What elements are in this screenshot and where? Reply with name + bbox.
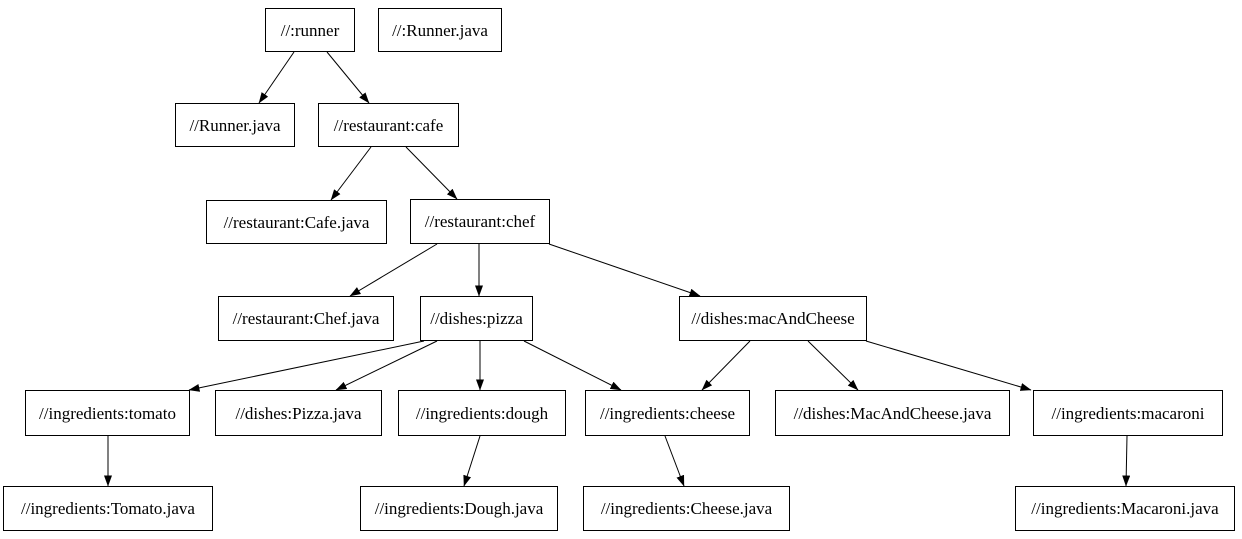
node-label: //ingredients:dough — [415, 403, 549, 423]
node-label: //ingredients:tomato — [39, 403, 176, 423]
graph-edge-runner-to-runner-java — [258, 51, 295, 104]
node-label: //ingredients:Tomato.java — [21, 499, 195, 518]
graph-node-mac-and-cheese: //dishes:macAndCheese — [679, 296, 867, 341]
graph-edge-mac-and-cheese-to-mac-and-cheese-java — [807, 340, 859, 391]
graph-edge-mac-and-cheese-to-cheese — [701, 340, 751, 391]
graph-edge-chef-to-mac-and-cheese — [548, 243, 701, 297]
graph-node-cheese-java: //ingredients:Cheese.java — [583, 486, 790, 531]
node-label: //dishes:Pizza.java — [235, 403, 362, 423]
node-label: //ingredients:macaroni — [1051, 403, 1205, 423]
graph-edge-mac-and-cheese-to-macaroni — [865, 340, 1032, 391]
node-label: //ingredients:cheese — [599, 403, 735, 423]
graph-node-runner: //:runner — [265, 8, 355, 52]
graph-edge-cafe-to-cafe-java — [330, 146, 372, 201]
graph-edge-cafe-to-chef — [405, 146, 458, 200]
node-label: //restaurant:Chef.java — [232, 309, 380, 328]
node-label: //:Runner.java — [392, 20, 488, 40]
graph-node-pizza-java: //dishes:Pizza.java — [215, 390, 382, 436]
node-label: //dishes:macAndCheese — [691, 309, 855, 328]
graph-node-tomato-java: //ingredients:Tomato.java — [3, 486, 213, 531]
graph-edge-pizza-to-pizza-java — [335, 340, 438, 391]
graph-edge-runner-to-cafe — [326, 51, 370, 104]
graph-node-dough: //ingredients:dough — [398, 390, 566, 436]
graph-edge-pizza-to-tomato — [188, 340, 425, 392]
node-label: //ingredients:Cheese.java — [600, 499, 773, 518]
graph-node-chef-java: //restaurant:Chef.java — [218, 296, 394, 341]
graph-node-chef: //restaurant:chef — [410, 199, 550, 244]
graph-edge-macaroni-to-macaroni-java — [1122, 435, 1131, 487]
node-label: //restaurant:chef — [424, 212, 536, 231]
node-label: //dishes:MacAndCheese.java — [793, 403, 992, 423]
node-label: //ingredients:Macaroni.java — [1031, 499, 1219, 518]
node-label: //restaurant:Cafe.java — [223, 212, 370, 232]
graph-edge-dough-to-dough-java — [463, 435, 481, 487]
graph-node-cafe-java: //restaurant:Cafe.java — [206, 200, 387, 244]
graph-edge-cheese-to-cheese-java — [664, 435, 685, 487]
graph-node-runner-java-root: //:Runner.java — [378, 8, 502, 52]
graph-node-dough-java: //ingredients:Dough.java — [360, 486, 558, 531]
graph-node-mac-and-cheese-java: //dishes:MacAndCheese.java — [775, 390, 1010, 436]
graph-node-pizza: //dishes:pizza — [420, 296, 533, 341]
node-label: //restaurant:cafe — [333, 115, 444, 135]
graph-node-runner-java: //Runner.java — [175, 103, 295, 147]
graph-node-macaroni: //ingredients:macaroni — [1033, 390, 1223, 436]
node-label: //Runner.java — [189, 115, 281, 135]
graph-edge-chef-to-chef-java — [349, 243, 438, 297]
graph-edge-pizza-to-cheese — [523, 340, 622, 391]
graph-node-cheese: //ingredients:cheese — [585, 390, 750, 436]
node-label: //ingredients:Dough.java — [374, 499, 544, 518]
graph-node-cafe: //restaurant:cafe — [318, 103, 459, 147]
node-label: //:runner — [280, 20, 340, 40]
graph-node-tomato: //ingredients:tomato — [25, 390, 190, 436]
node-label: //dishes:pizza — [430, 309, 523, 328]
graph-node-macaroni-java: //ingredients:Macaroni.java — [1015, 486, 1235, 531]
